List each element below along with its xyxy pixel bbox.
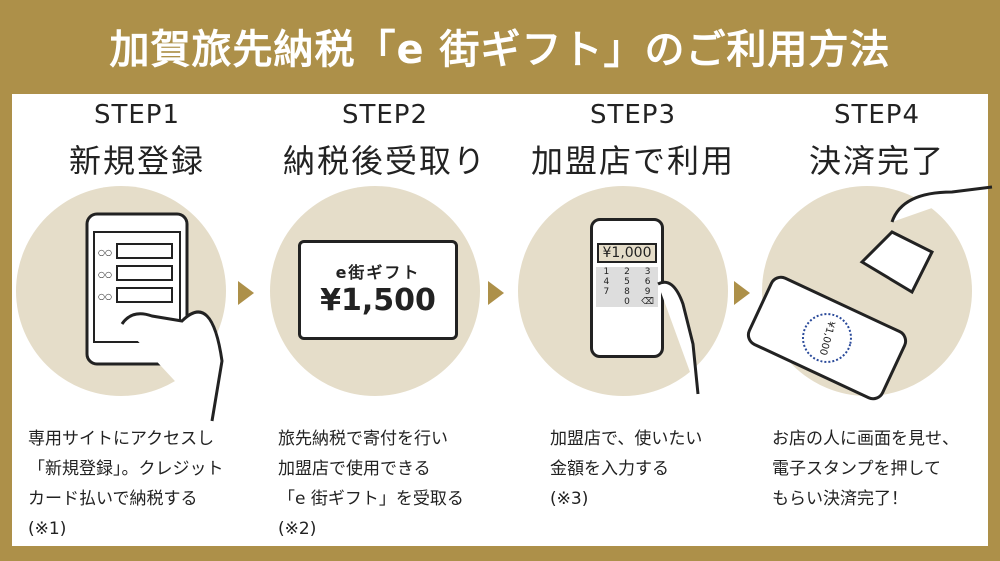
- step-label: STEP2: [341, 100, 429, 130]
- gift-card-name: e街ギフト: [335, 263, 421, 282]
- step-label: STEP1: [93, 100, 181, 130]
- key: 1: [603, 267, 610, 277]
- step-label: STEP4: [833, 100, 921, 130]
- arrow-icon: [734, 281, 750, 305]
- key: 0: [624, 297, 630, 307]
- arrow-icon: [488, 281, 504, 305]
- amount-display: ¥1,000: [597, 243, 657, 263]
- key: 2: [624, 267, 630, 277]
- key: 8: [624, 287, 630, 297]
- page-title: 加賀旅先納税「e 街ギフト」のご利用方法: [109, 27, 891, 73]
- steps-panel: STEP1 新規登録 ○○ ○○ ○○ 専用サイトにアクセスし 「新規登録」。クレジ…: [12, 94, 993, 546]
- gift-card: e街ギフト ¥1,500: [298, 240, 458, 340]
- key: 3: [644, 267, 651, 277]
- svg-text:○○: ○○: [98, 248, 112, 257]
- stamp-mark: ¥1,000: [796, 307, 858, 369]
- arrow-icon: [238, 281, 254, 305]
- step-description: 加盟店で、使いたい 金額を入力する (※3): [550, 429, 703, 509]
- keypad: 1 2 3 4 5 6 7 8 9 0 ⌫: [596, 267, 658, 307]
- gift-card-amount: ¥1,500: [320, 283, 436, 318]
- hand-illustration: [657, 280, 700, 395]
- step-name: 加盟店で利用: [530, 142, 735, 180]
- backspace-icon: ⌫: [641, 297, 655, 307]
- step-label: STEP3: [589, 100, 677, 130]
- key: 7: [603, 287, 610, 297]
- svg-text:○○: ○○: [98, 270, 112, 279]
- stamp-hand-illustration: [859, 185, 993, 295]
- key: 5: [624, 277, 630, 287]
- step-name: 決済完了: [808, 142, 945, 180]
- key: 6: [644, 277, 651, 287]
- step-description: 専用サイトにアクセスし 「新規登録」。クレジット カード払いで納税する (※1): [28, 429, 224, 539]
- step-name: 納税後受取り: [282, 142, 487, 180]
- phone-keypad: ¥1,000 1 2 3 4 5 6 7 8 9 0 ⌫: [590, 218, 664, 358]
- svg-text:○○: ○○: [98, 292, 112, 301]
- step-description: 旅先納税で寄付を行い 加盟店で使用できる 「e 街ギフト」を受取る (※2): [278, 429, 464, 539]
- step-description: お店の人に画面を見せ、 電子スタンプを押して もらい決済完了！: [772, 429, 959, 509]
- step-name: 新規登録: [68, 142, 205, 180]
- phone-registration-illustration: ○○ ○○ ○○: [85, 212, 224, 422]
- key: 9: [644, 287, 651, 297]
- key: 4: [603, 277, 610, 287]
